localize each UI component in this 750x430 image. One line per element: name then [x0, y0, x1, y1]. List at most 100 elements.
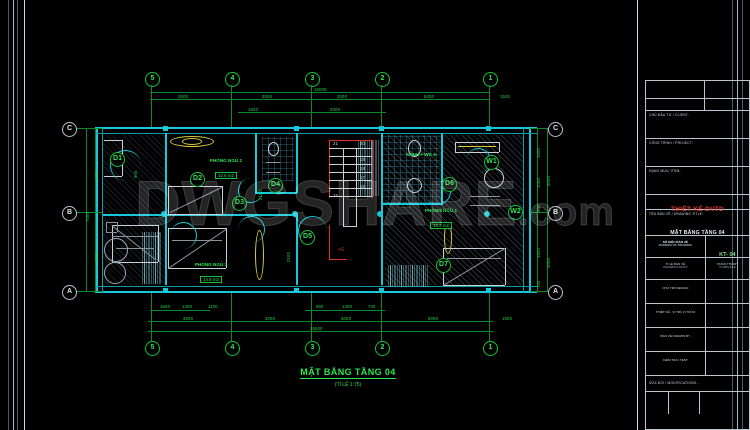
stair-tread-number: 17 — [360, 175, 366, 180]
footer-cell-3 — [700, 392, 749, 414]
stair-rail — [329, 225, 330, 259]
dim-bottom-detail: 1100 — [208, 304, 218, 309]
furniture-sofa — [168, 214, 222, 215]
inplan-dim: 2100 — [286, 251, 291, 262]
grid-line — [151, 293, 152, 341]
dim-top-lower: 2000 — [330, 107, 341, 112]
furniture-bed-1 — [455, 142, 499, 143]
number-label-vi: SỐ HIỆU BẢN VẼ — [662, 240, 688, 244]
stair-tread — [329, 172, 372, 173]
footer-cell-2 — [669, 392, 700, 414]
room-label-bedroom-3: PHÒNG NGỦ 3 14.8 m2 — [185, 262, 237, 286]
titleblock-row-client: CHỦ ĐẦU TƯ / CLIENT: — [646, 111, 749, 139]
inplan-dim: 2100 — [258, 189, 263, 200]
dim-line-bottom-bay — [148, 321, 493, 322]
door-tag: D4 — [268, 178, 283, 193]
door-swing[interactable] — [170, 222, 197, 249]
row-label-lead: CHỦ TRÌ/ DESIGN — [662, 286, 689, 290]
partition-wall — [103, 214, 165, 216]
dim-right: 1500 — [536, 247, 541, 258]
axis-node-mid — [377, 211, 383, 217]
dim-top: 3000 — [337, 94, 348, 99]
titleblock-client-label: CHỦ ĐẦU TƯ / CLIENT: — [649, 113, 689, 117]
axis-node-mid — [484, 211, 490, 217]
titleblock-row-item: HẠNG MỤC/ ITEM: — [646, 167, 749, 195]
row-value-check — [706, 352, 749, 375]
dim-bottom-bay: 3000 — [341, 316, 352, 321]
dim-right: 1500 — [536, 147, 541, 158]
dim-line-right-outer — [547, 128, 548, 292]
dim-overall: 16500 — [310, 326, 323, 331]
dim-top-note: 15000 — [314, 87, 327, 92]
furniture-wardrobe — [104, 140, 122, 141]
door-swing[interactable] — [238, 216, 265, 243]
scale-label-vi: TỈ LỆ BẢN VẼ — [665, 262, 686, 266]
grid-bubble-bottom-1: 1 — [483, 341, 498, 356]
door-swing[interactable] — [110, 150, 141, 181]
axis-node — [294, 288, 299, 293]
grid-bubble-top-4: 4 — [225, 72, 240, 87]
dim-line-left-outer — [86, 128, 87, 292]
row-value-designer — [706, 304, 749, 327]
inplan-dim: 900 — [133, 170, 138, 178]
stair-tread-number: 20 — [360, 141, 366, 146]
titleblock-row-number: SỐ HIỆU BẢN VẼ NUMBER OF DRAWING KT- 04 — [646, 236, 749, 258]
furniture-sofa-fold — [170, 186, 223, 213]
grid-line — [530, 291, 562, 292]
furniture-bed-lower — [168, 268, 226, 269]
titleblock-row-check: KIỂM TRA / TEST — [646, 352, 749, 376]
dim-top: 1500 — [500, 94, 511, 99]
fixture-basin — [266, 172, 280, 173]
titleblock-row-footer — [646, 392, 749, 414]
door-swing[interactable] — [298, 216, 327, 245]
furniture-bed-lower — [226, 228, 227, 268]
furniture-bed-lower-pillow — [172, 240, 222, 241]
titleblock-project-label: CÔNG TRÌNH / PROJECT: — [649, 141, 693, 145]
dim-bottom-bay: 5000 — [428, 316, 439, 321]
footer-cell-1 — [646, 392, 669, 414]
partition-wall — [165, 214, 297, 216]
room-name: PHÒNG NGỦ 1 — [424, 208, 458, 213]
fixture-basin-2 — [407, 178, 422, 193]
stair-tread — [329, 148, 372, 149]
row-value-lead — [706, 280, 749, 303]
partition-wall — [165, 133, 167, 285]
titleblock-row-lead: CHỦ TRÌ/ DESIGN — [646, 280, 749, 304]
axis-node — [294, 126, 299, 131]
stair-tread-number: 19 — [360, 157, 366, 162]
axis-node — [486, 126, 491, 131]
wall-line — [523, 127, 524, 293]
dim-right-bay: 3000 — [546, 257, 551, 268]
grid-line — [530, 212, 562, 213]
furniture-bed-3 — [158, 225, 159, 262]
tile-hatch-wc2 — [262, 137, 294, 181]
grid-bubble-bottom-4: 4 — [225, 341, 240, 356]
furniture-bed-1-pillow — [447, 258, 501, 259]
stair-outline — [329, 140, 372, 141]
door-tag: D2 — [190, 172, 205, 187]
sheet-border-rule — [24, 0, 25, 430]
grid-line — [231, 293, 232, 341]
furniture-bed-1-lower — [443, 285, 505, 286]
stair-tread-number: 21 — [333, 141, 339, 146]
stair-tread-number: 18 — [360, 166, 366, 171]
dim-bottom-detail: 1300 — [182, 304, 193, 309]
grid-bubble-right-b: B — [548, 206, 563, 221]
sheet-border-rule — [742, 0, 743, 430]
partition-wall — [296, 133, 298, 193]
partition-wall — [255, 133, 257, 193]
dim-left: 3000 — [94, 251, 99, 262]
title-block: CHỦ ĐẦU TƯ / CLIENT: CÔNG TRÌNH / PROJEC… — [645, 80, 750, 430]
grid-bubble-top-5: 5 — [145, 72, 160, 87]
room-area: 12.6 m2 — [215, 172, 237, 179]
exterior-wall-bottom — [95, 291, 537, 293]
louver-hatch — [388, 265, 428, 287]
titleblock-row-logo2 — [646, 99, 749, 111]
firm-name: THIẾT KẾ DVTD — [670, 206, 724, 213]
door-leaf-yellow[interactable] — [255, 230, 264, 280]
room-area: 15.2 m2 — [430, 222, 452, 229]
stair-tread-number: 15 — [333, 193, 339, 198]
door-swing[interactable] — [238, 178, 263, 203]
furniture-bed-pillow — [112, 236, 158, 237]
furniture-bed-3 — [112, 262, 158, 263]
